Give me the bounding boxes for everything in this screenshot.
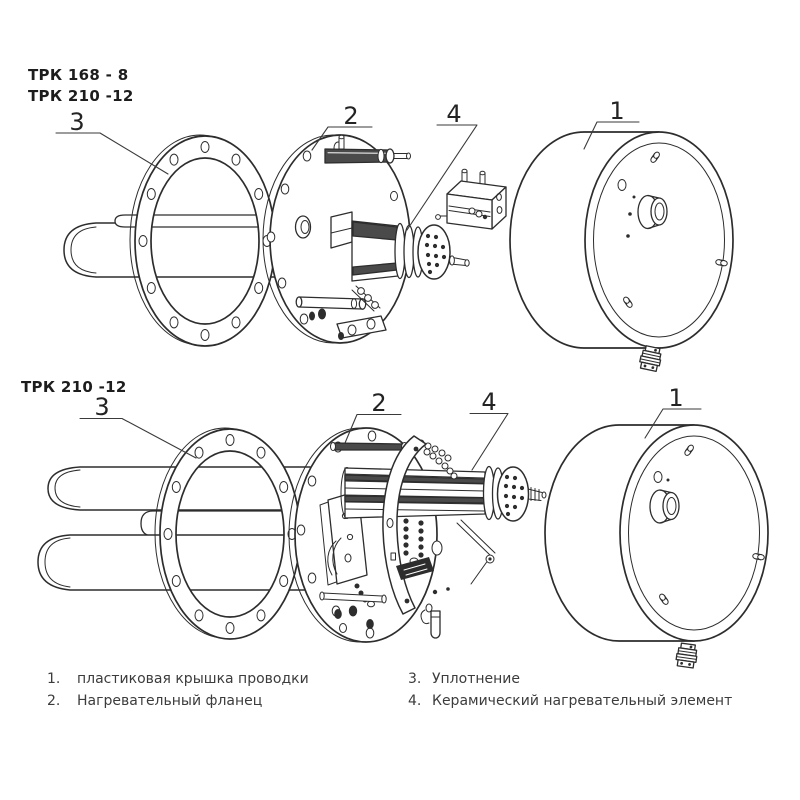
callout-1-bottom: 1: [644, 384, 702, 439]
ceramic-heating-element: [330, 211, 470, 282]
terminal-hardware: [319, 518, 496, 639]
cable-gland: [637, 344, 664, 373]
element-contacts: [424, 233, 447, 275]
callout-number: 2: [343, 102, 358, 130]
heating-rod-top: [324, 148, 411, 164]
heating-flange: [288, 427, 438, 643]
plastic-cover: [509, 131, 734, 373]
callout-3-top: 3: [55, 108, 169, 175]
legend-text: Нагревательный фланец: [77, 693, 263, 709]
model-label: ТРК 168 - 8: [28, 66, 128, 84]
legend-item: 1. пластиковая крышка проводки: [47, 672, 309, 686]
callout-2-top: 2: [311, 102, 373, 151]
legend-number: 2.: [47, 693, 61, 709]
legend-number: 4.: [408, 693, 422, 709]
element-pin: [527, 487, 547, 501]
heating-rod-bottom: [295, 296, 367, 310]
callout-number: 3: [69, 108, 84, 136]
callout-number: 1: [668, 384, 683, 412]
cover-knob: [649, 489, 680, 524]
element-contact-face: [417, 224, 451, 280]
top-exploded-view: ТРК 168 - 8 ТРК 210 -12: [28, 66, 734, 373]
element-contact-face: [496, 466, 530, 522]
callout-2-bottom: 2: [344, 389, 402, 444]
legend-column-left: 1. пластиковая крышка проводки 2. Нагрев…: [47, 672, 309, 716]
legend-text: Керамический нагревательный элемент: [432, 693, 733, 709]
bottom-exploded-view: ТРК 210 -12: [21, 378, 769, 669]
heating-tube: [63, 222, 311, 278]
thermowell-boss: [294, 215, 312, 239]
callout-3-bottom: 3: [79, 393, 197, 459]
stud-bolt: [338, 134, 345, 150]
element-terminal-block: [330, 211, 353, 249]
callout-number: 3: [94, 393, 109, 421]
legend-item: 3. Уплотнение: [408, 672, 732, 686]
element-pin: [449, 255, 470, 267]
side-plates: [319, 490, 375, 608]
heating-rod-top: [330, 442, 408, 452]
legend-item: 4. Керамический нагревательный элемент: [408, 694, 732, 708]
callout-number: 2: [371, 389, 386, 417]
callout-number: 4: [446, 100, 461, 128]
callout-4-top: 4: [406, 100, 478, 231]
model-label: ТРК 210 -12: [21, 378, 127, 396]
legend-item: 2. Нагревательный фланец: [47, 694, 309, 708]
element-contacts: [503, 474, 525, 517]
legend-number: 1.: [47, 671, 61, 687]
model-label: ТРК 210 -12: [28, 87, 134, 105]
callout-1-top: 1: [583, 97, 640, 150]
cable-gland: [674, 642, 699, 669]
heater-rod-bundle: [344, 467, 486, 519]
support-arm: [456, 519, 496, 585]
terminal-hardware: [309, 285, 387, 340]
legend-text: Уплотнение: [432, 671, 520, 687]
plastic-cover: [544, 424, 769, 669]
thermostat: [435, 168, 507, 230]
callout-number: 4: [481, 388, 496, 416]
legend-column-right: 3. Уплотнение 4. Керамический нагревател…: [408, 672, 732, 716]
legend-number: 3.: [408, 671, 422, 687]
lower-rod: [319, 591, 387, 604]
callout-4-bottom: 4: [469, 388, 509, 471]
mounting-bracket: [382, 435, 427, 615]
legend-text: пластиковая крышка проводки: [77, 671, 309, 687]
callout-number: 1: [609, 97, 624, 125]
ceramic-heating-elements: [340, 439, 547, 522]
cover-knob: [637, 194, 668, 230]
drain-pin: [420, 609, 441, 639]
